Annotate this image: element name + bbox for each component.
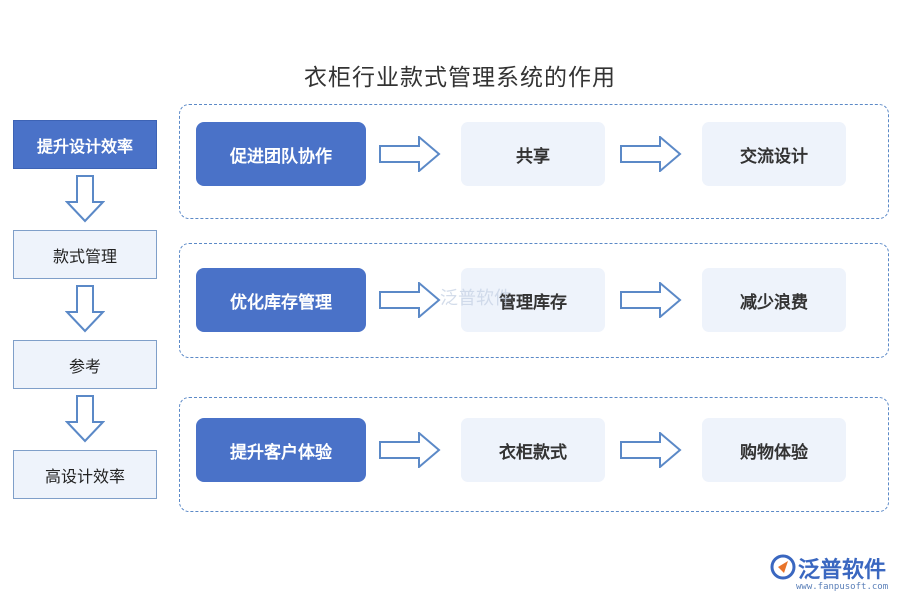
right-arrow-icon	[379, 282, 441, 318]
primary-box-2: 优化库存管理	[196, 268, 366, 332]
flow-step-1: 提升设计效率	[13, 120, 157, 169]
logo-name: 泛普软件	[798, 558, 887, 583]
right-arrow-icon	[620, 282, 682, 318]
group-frame-3	[179, 397, 889, 512]
logo-icon	[770, 554, 796, 580]
step-box-3b: 购物体验	[702, 418, 846, 482]
flow-step-3: 参考	[13, 340, 157, 389]
down-arrow-icon	[65, 395, 105, 443]
step-box-1a: 共享	[461, 122, 605, 186]
right-arrow-icon	[379, 136, 441, 172]
step-box-3a: 衣柜款式	[461, 418, 605, 482]
down-arrow-icon	[65, 175, 105, 223]
logo-url: www.fanpusoft.com	[796, 582, 889, 592]
primary-box-1: 促进团队协作	[196, 122, 366, 186]
down-arrow-icon	[65, 285, 105, 333]
step-box-2b: 减少浪费	[702, 268, 846, 332]
brand-logo: 泛普软件 www.fanpusoft.com	[768, 552, 898, 596]
group-frame-2	[179, 243, 889, 358]
diagram-title: 衣柜行业款式管理系统的作用	[304, 65, 616, 91]
step-box-2a: 管理库存	[461, 268, 605, 332]
right-arrow-icon	[620, 432, 682, 468]
right-arrow-icon	[620, 136, 682, 172]
step-box-1b: 交流设计	[702, 122, 846, 186]
flow-step-4: 高设计效率	[13, 450, 157, 499]
watermark: 泛普软件	[440, 288, 512, 309]
group-frame-1	[179, 104, 889, 219]
right-arrow-icon	[379, 432, 441, 468]
primary-box-3: 提升客户体验	[196, 418, 366, 482]
flow-step-2: 款式管理	[13, 230, 157, 279]
